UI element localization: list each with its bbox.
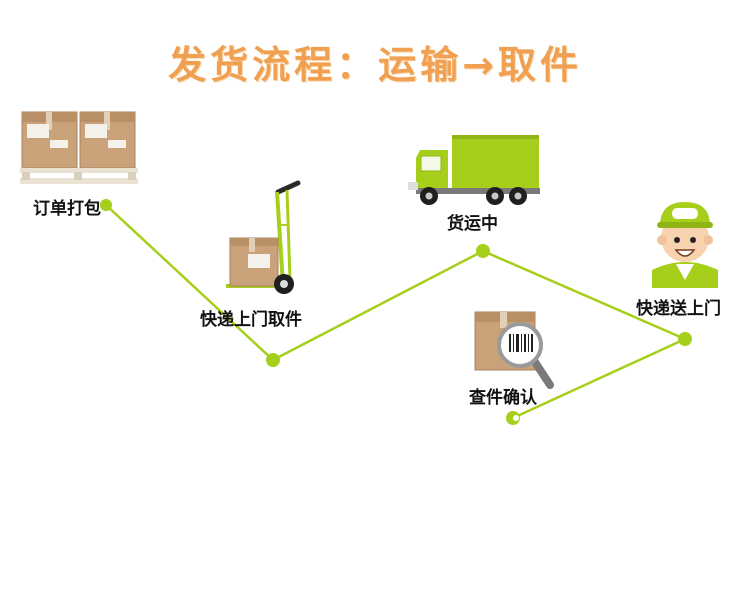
flow-node-check: [506, 411, 520, 425]
hand-truck-icon: [226, 180, 301, 294]
courier-icon: [652, 202, 718, 288]
package-boxes-icon: [20, 111, 138, 184]
flow-node-transit: [476, 244, 490, 258]
step-label-pack: 订单打包: [33, 199, 101, 219]
step-label-deliver: 快递送上门: [636, 299, 721, 319]
delivery-truck-icon: [408, 135, 540, 205]
flow-node-pickup: [266, 353, 280, 367]
barcode-magnifier-icon: [474, 311, 554, 389]
step-label-pickup: 快递上门取件: [200, 310, 302, 330]
step-label-transit: 货运中: [447, 214, 498, 234]
flow-node-pack: [100, 199, 112, 211]
flow-path: [105, 204, 689, 420]
step-label-check: 查件确认: [469, 388, 537, 408]
page-title: 发货流程：运输→取件: [168, 43, 582, 87]
flow-node-deliver: [678, 332, 692, 346]
